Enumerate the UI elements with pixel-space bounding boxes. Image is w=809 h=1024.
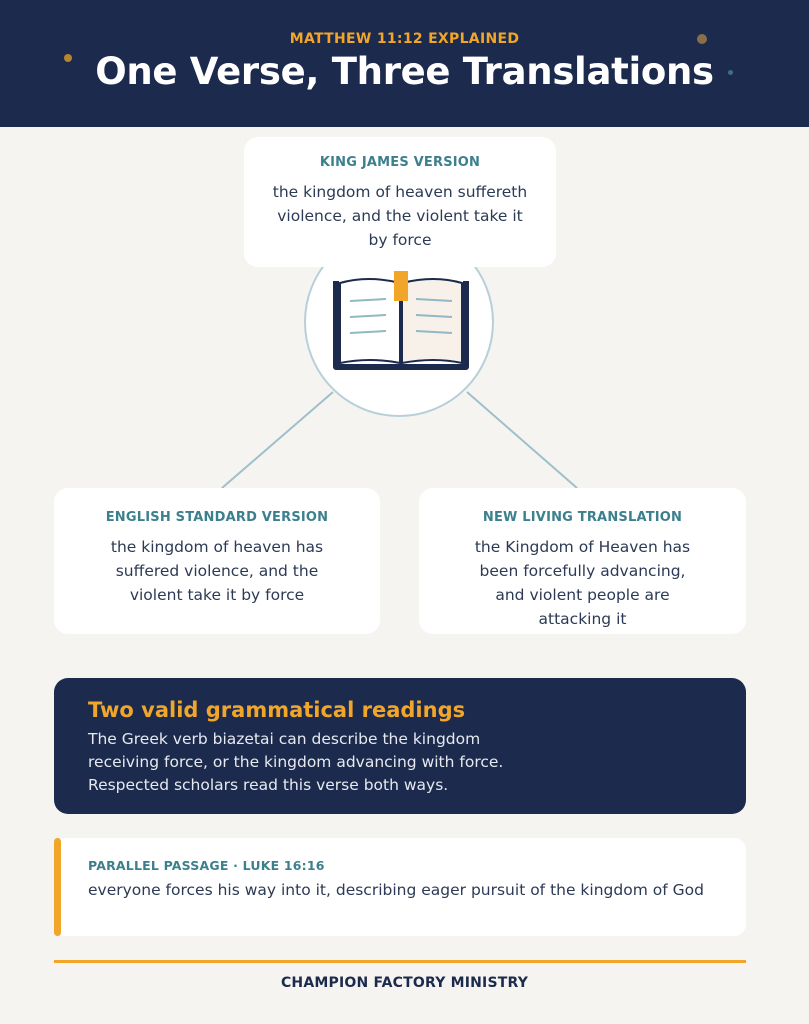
kjv-text: the kingdom of heaven suffereth violence… bbox=[272, 183, 528, 249]
nlt-text: the Kingdom of Heaven has been forcefull… bbox=[474, 538, 691, 628]
kjv-label: KING JAMES VERSION bbox=[319, 155, 481, 170]
open-book-icon bbox=[333, 271, 469, 370]
connector-line-right bbox=[466, 391, 578, 489]
page-title: One Verse, Three Translations bbox=[95, 50, 714, 93]
readings-title: Two valid grammatical readings bbox=[88, 698, 466, 722]
accent-bar bbox=[54, 838, 61, 936]
kjv-card: KING JAMES VERSION the kingdom of heaven… bbox=[244, 137, 556, 267]
esv-card: ENGLISH STANDARD VERSION the kingdom of … bbox=[54, 488, 380, 634]
esv-text: the kingdom of heaven has suffered viole… bbox=[110, 538, 324, 604]
header-eyebrow: MATTHEW 11:12 EXPLAINED bbox=[289, 31, 520, 47]
connector-line-left bbox=[221, 391, 334, 489]
decorative-dot bbox=[697, 34, 707, 44]
decorative-dot bbox=[64, 54, 72, 62]
esv-label: ENGLISH STANDARD VERSION bbox=[105, 510, 329, 525]
nlt-label: NEW LIVING TRANSLATION bbox=[482, 510, 683, 525]
parallel-passage-card: PARALLEL PASSAGE · LUKE 16:16 everyone f… bbox=[54, 838, 746, 936]
decorative-dot bbox=[728, 70, 733, 75]
nlt-card: NEW LIVING TRANSLATION the Kingdom of He… bbox=[419, 488, 746, 634]
parallel-label: PARALLEL PASSAGE · LUKE 16:16 bbox=[88, 858, 325, 873]
readings-text: The Greek verb biazetai can describe the… bbox=[88, 730, 504, 794]
readings-panel: Two valid grammatical readings The Greek… bbox=[54, 678, 746, 814]
header-banner: MATTHEW 11:12 EXPLAINED One Verse, Three… bbox=[0, 0, 809, 127]
parallel-text: everyone forces his way into it, describ… bbox=[88, 881, 704, 899]
footer-divider bbox=[54, 960, 746, 963]
footer-credit: CHAMPION FACTORY MINISTRY bbox=[280, 975, 529, 991]
